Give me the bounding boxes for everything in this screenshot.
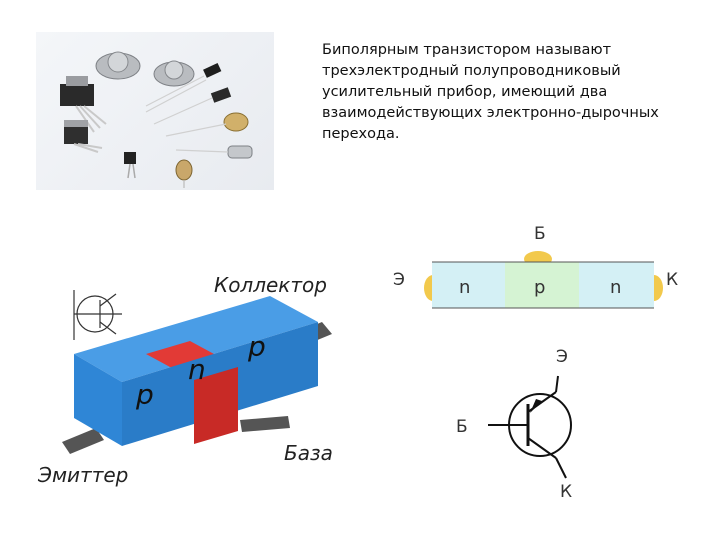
symbol-emitter-lead <box>555 375 559 393</box>
region-n-label: n <box>188 353 206 386</box>
definition-text: Биполярным транзистором называют трехэле… <box>322 42 659 142</box>
region-p-right-label: p <box>247 330 266 363</box>
symbol-collector-lead <box>555 457 567 479</box>
region-p-left-label: p <box>135 378 154 411</box>
emitter-label: Эмиттер <box>37 463 128 487</box>
strip-n-left-label: n <box>459 277 470 298</box>
strip-region-n-right <box>579 262 654 308</box>
strip-p-label: p <box>534 277 545 298</box>
collector-label: Коллектор <box>214 273 327 297</box>
symbol-emitter-arrow-icon <box>530 399 542 413</box>
strip-region-p <box>505 262 579 308</box>
small-transistor-symbol-icon <box>73 290 122 340</box>
base-lead <box>240 416 290 432</box>
transistors-illustration <box>60 51 253 188</box>
strip-n-right-label: n <box>610 277 621 298</box>
symbol-emitter-label: Э <box>556 347 568 367</box>
n-region-front <box>194 367 238 444</box>
base-label: База <box>284 441 333 465</box>
slab-left-face <box>74 354 122 446</box>
transistors-photo <box>36 32 274 190</box>
symbol-collector-line <box>527 437 557 459</box>
strip-collector-label: К <box>666 270 678 290</box>
emitter-lead <box>62 428 104 454</box>
symbol-base-label: Б <box>456 417 468 437</box>
strip-base-label: Б <box>534 224 546 244</box>
symbol-collector-label: К <box>560 482 572 502</box>
strip-emitter-label: Э <box>393 270 405 290</box>
strip-region-n-left <box>432 262 505 308</box>
slab-top-face <box>74 296 318 382</box>
